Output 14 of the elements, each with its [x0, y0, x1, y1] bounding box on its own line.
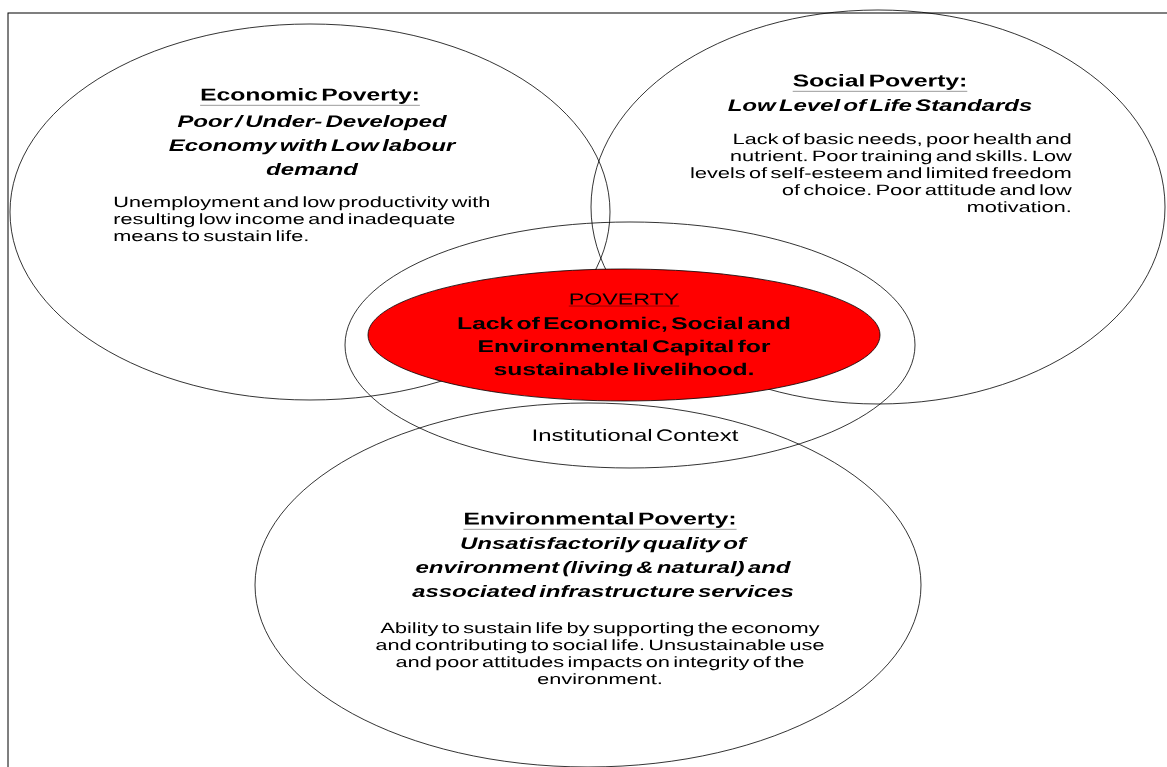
description-text: Ability to sustain life by supporting the economy and contributing to social life. Unsustainable use and poor attitudes impacts on integrity of the environment. [376, 622, 824, 685]
context-label: Institutional Context [533, 428, 739, 442]
description-text: Lack of Economic, Social and Environmental Capital for sustainable livelihood. [458, 316, 790, 376]
description-text: Lack of basic needs, poor health and nutrient. Poor training and skills. Low levels of self-esteem and limited freedom of choice. Poor attitude and low motivation. [691, 133, 1072, 213]
subtitle-text: Low Level of Life Standards [728, 98, 1032, 112]
heading-text: POVERTY [568, 293, 680, 307]
subtitle-text: Poor / Under- Developed Economy with Low labour demand [169, 114, 457, 176]
subtitle-text: Unsatisfactorily quality of environment (living & natural) and associated infrastructure services [412, 536, 793, 598]
heading-text: Environmental Poverty: [463, 512, 737, 530]
circle-outline [254, 402, 922, 767]
highlighted-ellipse [367, 268, 881, 402]
heading-text: Economic Poverty: [199, 88, 421, 106]
description-text: Unemployment and low productivity with resulting low income and inadequate means to sustain life. [114, 196, 489, 242]
heading-text: Social Poverty: [792, 74, 968, 92]
